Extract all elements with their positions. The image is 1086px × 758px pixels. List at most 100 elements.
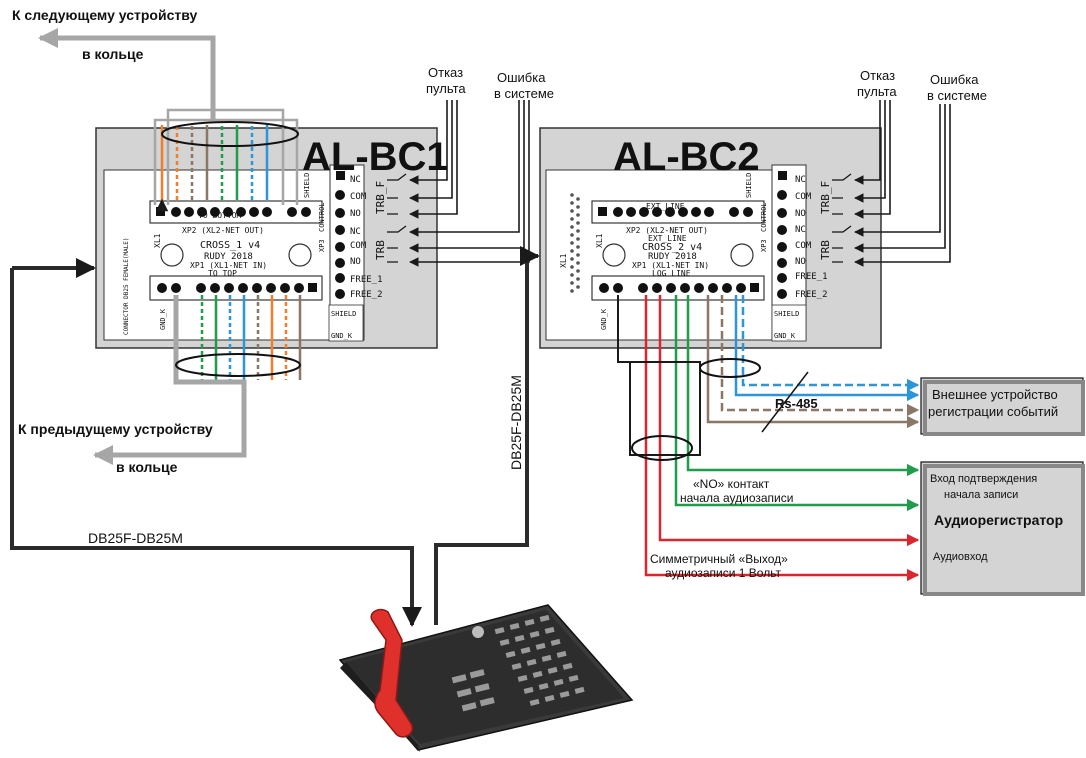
board1-bottom-cable	[93, 295, 302, 465]
rs485-label: Rs-485	[775, 396, 818, 411]
b1-fail-console-2: пульта	[426, 81, 466, 96]
confirm-1: Вход подтверждения	[930, 473, 1037, 485]
board1-top-cable	[153, 108, 299, 212]
board2-shield: SHIELD	[745, 173, 753, 198]
b2-nc-1: NC	[795, 175, 806, 185]
no-contact-1: «NO» контакт	[693, 477, 770, 491]
board2-control: CONTROL	[760, 202, 768, 232]
board2-ext-line-2: EXT_LINE	[648, 234, 687, 243]
b1-com-1: COM	[350, 192, 367, 202]
audio-recorder	[920, 461, 1085, 596]
prev-ring-label: в кольце	[116, 459, 178, 475]
ext-device-2: регистрации событий	[928, 404, 1058, 419]
b1-trb: TRB	[374, 240, 387, 260]
board2-output-wires	[617, 295, 920, 582]
b2-free2: FREE_2	[795, 290, 828, 300]
b2-trb-f: TRB_F	[819, 181, 832, 214]
prev-device-label: К предыдущему устройству	[18, 421, 213, 437]
b1-no-1: NO	[350, 209, 361, 219]
board2-xl1: XL1	[595, 233, 604, 248]
b2-sys-error-1: Ошибка	[930, 72, 979, 87]
board1-rudy: RUDY 2018	[204, 252, 253, 262]
board1-cross: CROSS_1 v4	[200, 240, 260, 251]
b1-no-2: NO	[350, 257, 361, 267]
board2-ext-line: EXT_LINE	[646, 202, 685, 211]
board1-title: AL-BC1	[302, 135, 449, 179]
b1-sys-error-2: в системе	[494, 86, 554, 101]
board2-xp2-terminals	[598, 207, 753, 217]
b2-sys-error-2: в системе	[927, 88, 987, 103]
external-event-device	[920, 377, 1085, 436]
b2-com-1: COM	[795, 192, 812, 202]
board1-relay-contacts	[387, 173, 407, 263]
next-device-arrow	[38, 28, 216, 120]
board2-gnd-k: GND_K	[600, 308, 608, 330]
confirm-2: начала записи	[944, 489, 1018, 501]
relay-icon	[602, 243, 626, 267]
board1-connector-note: CONNECTOR DB25 FEMALE(MALE)	[123, 237, 130, 335]
board1-xp1: XP1 (XL1-NET IN)	[190, 261, 267, 270]
no-contact-2: начала аудиозаписи	[680, 491, 793, 505]
board1-gnd-k: GND_K	[159, 308, 167, 330]
board2-xp1: XP1 (XL1-NET IN)	[632, 261, 709, 270]
b1-gnd-lbl: GND_K	[331, 332, 353, 340]
board2-title: AL-BC2	[613, 135, 760, 179]
b2-fail-console-1: Отказ	[860, 68, 895, 83]
board1-to-top: TO TOP	[208, 269, 237, 278]
next-ring-label: в кольце	[82, 46, 144, 62]
board2-relay-contacts	[832, 173, 852, 263]
board2-cross: CROSS_2 v4	[642, 242, 702, 253]
cable-left-label: DB25F-DB25M	[88, 530, 183, 546]
board1-shield: SHIELD	[303, 173, 311, 198]
b1-free1: FREE_1	[350, 275, 383, 285]
board2-side-terminals	[777, 171, 787, 299]
b2-gnd-lbl: GND_K	[774, 332, 796, 340]
operator-console	[338, 604, 634, 752]
b2-free1: FREE_1	[795, 272, 828, 282]
relay-icon	[160, 243, 184, 267]
b1-free2: FREE_2	[350, 290, 383, 300]
board1-to-bottom: TO BOTTOM	[198, 211, 242, 220]
b2-nc-2: NC	[795, 225, 806, 235]
recorder-title: Аудиорегистратор	[934, 512, 1063, 528]
board1-xp2: XP2 (XL2-NET OUT)	[182, 226, 264, 235]
next-device-label: К следующему устройству	[12, 7, 197, 23]
b2-com-2: COM	[795, 241, 812, 251]
b1-fail-console-1: Отказ	[428, 65, 463, 80]
audio-in-label: Аудиовход	[933, 551, 988, 563]
b2-trb: TRB	[819, 240, 832, 260]
board1-control: CONTROL	[318, 202, 326, 232]
b2-no-2: NO	[795, 257, 806, 267]
board2-relay-wires	[854, 100, 951, 267]
b2-fail-console-2: пульта	[857, 84, 897, 99]
board1-xp1-terminals	[157, 283, 317, 293]
board2-xp1-terminals	[599, 283, 759, 293]
ext-device-1: Внешнее устройство	[932, 387, 1058, 402]
cable-board1-console	[10, 258, 422, 627]
b1-nc-1: NC	[350, 175, 361, 185]
relay-icon	[730, 243, 754, 267]
cable-board2-console	[434, 246, 540, 625]
b1-nc-2: NC	[350, 227, 361, 237]
b1-com-2: COM	[350, 241, 367, 251]
board1-xp2-terminals	[156, 207, 311, 217]
b1-trb-f: TRB_F	[374, 181, 387, 214]
cable-right-label: DB25F-DB25M	[508, 375, 524, 470]
handset-icon	[370, 608, 414, 738]
b1-shield-lbl: SHIELD	[331, 310, 356, 318]
board2-xp2: XP2 (XL2-NET OUT)	[626, 226, 708, 235]
board1-side-terminals	[335, 171, 345, 299]
board1-xp3: XP3	[318, 239, 326, 252]
sym-out-1: Симметричный «Выход»	[650, 552, 788, 566]
board1-xl1: XL1	[153, 233, 162, 248]
board2-rudy: RUDY 2018	[648, 252, 697, 262]
board2-log-line: LOG LINE	[652, 269, 691, 278]
board2-xl1-conn: XL1	[559, 253, 568, 268]
b2-no-1: NO	[795, 209, 806, 219]
sym-out-2: аудиозаписи 1 Вольт	[665, 566, 782, 580]
board2-xp3: XP3	[760, 239, 768, 252]
b2-shield-lbl: SHIELD	[774, 310, 799, 318]
b1-sys-error-1: Ошибка	[497, 70, 546, 85]
relay-icon	[288, 243, 312, 267]
